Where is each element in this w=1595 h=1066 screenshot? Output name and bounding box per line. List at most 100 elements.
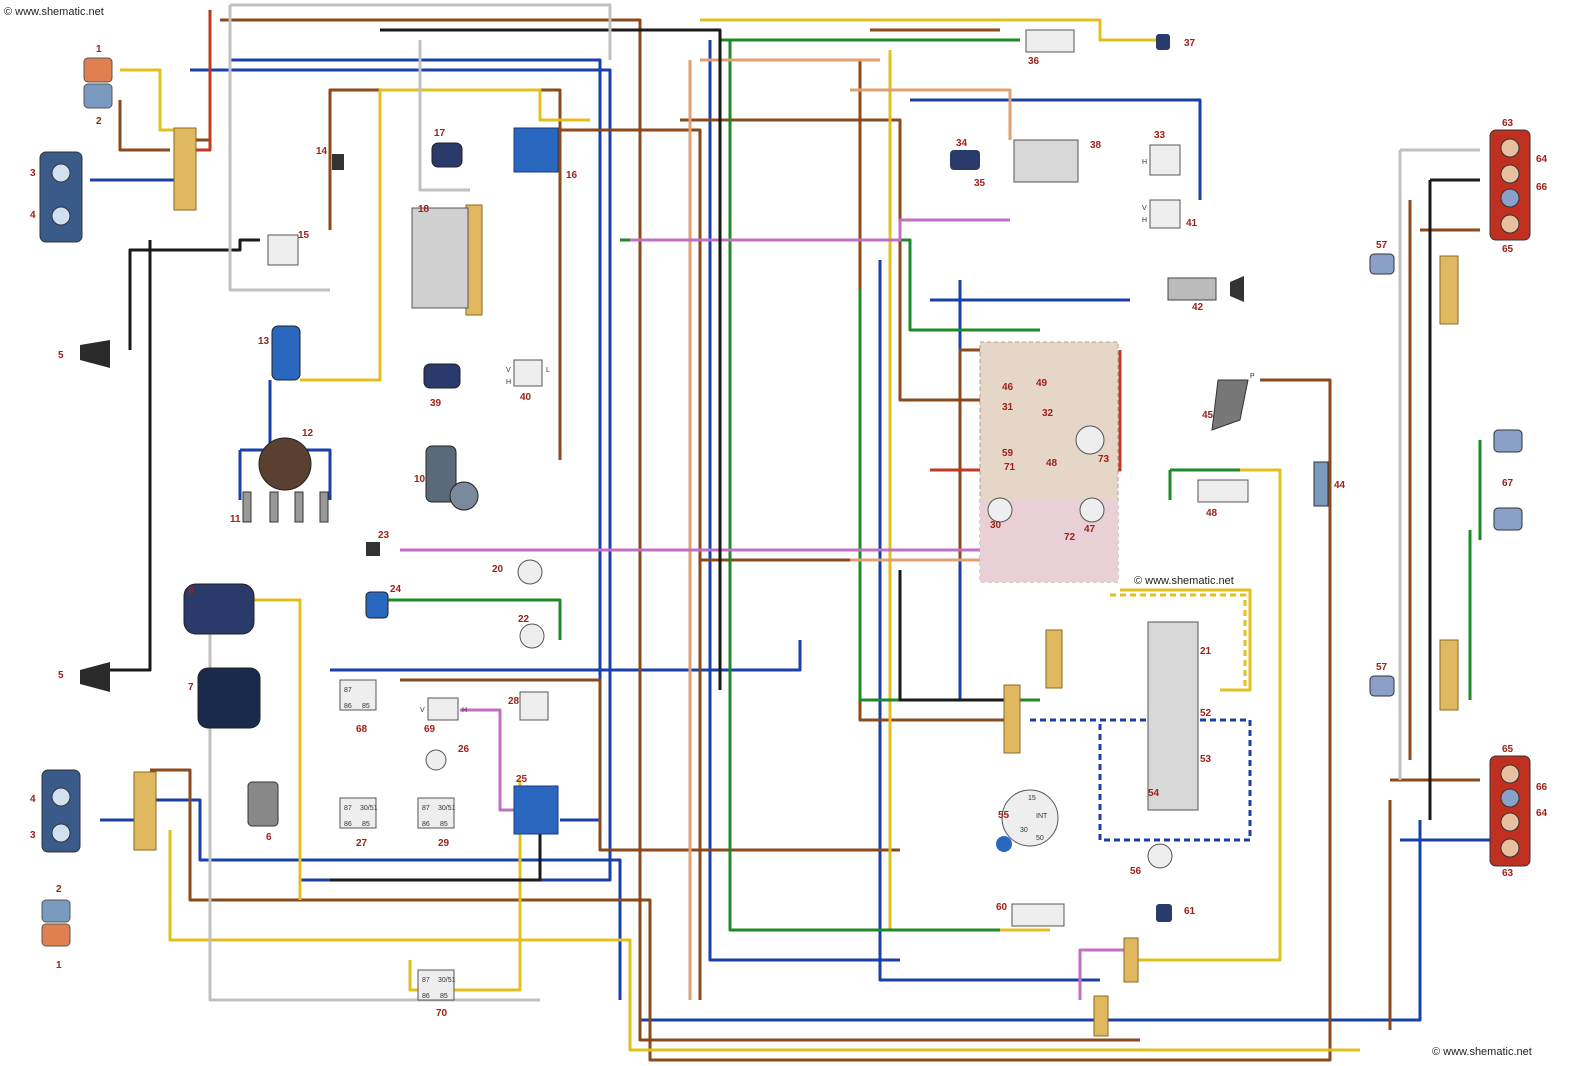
pin-v-40: V bbox=[506, 367, 511, 374]
pin-h-41: H bbox=[1142, 217, 1147, 224]
pin-87-27: 87 bbox=[344, 805, 352, 812]
label-24: 24 bbox=[390, 584, 402, 595]
relay-68 bbox=[339, 679, 377, 711]
pin-v-69: V bbox=[420, 707, 425, 714]
label-64b: 64 bbox=[1536, 808, 1548, 819]
label-55: 55 bbox=[998, 810, 1010, 821]
horn-switch-34 bbox=[950, 150, 980, 170]
pin-30-70: 30/51 bbox=[438, 977, 456, 984]
pin-labels: 87 86 85 87 30/51 86 85 87 30/51 86 85 8… bbox=[344, 159, 1255, 1000]
switch-69 bbox=[427, 697, 459, 721]
regulator-18 bbox=[411, 207, 469, 309]
connector-block-top bbox=[173, 127, 197, 211]
connector-block-right-bottom bbox=[1439, 639, 1459, 711]
pin-h-69: H bbox=[462, 707, 467, 714]
fuse-44 bbox=[1313, 461, 1329, 507]
rear-side-lamp bbox=[41, 923, 71, 947]
gauge-47 bbox=[1079, 497, 1105, 523]
relay-27 bbox=[339, 797, 377, 829]
front-left-indicator-lamp bbox=[83, 57, 113, 83]
pin-85-70: 85 bbox=[440, 993, 448, 1000]
pin-15-55: 15 bbox=[1028, 795, 1036, 802]
label-47: 47 bbox=[1084, 524, 1096, 535]
rear-lamp-cluster-top bbox=[1489, 129, 1531, 241]
label-60: 60 bbox=[996, 902, 1008, 913]
label-4b: 4 bbox=[30, 794, 36, 805]
generator bbox=[197, 667, 261, 729]
label-20: 20 bbox=[492, 564, 504, 575]
label-5: 5 bbox=[58, 350, 64, 361]
ignition-switch bbox=[1001, 789, 1059, 847]
pin-l-40: L bbox=[546, 367, 550, 374]
label-63b: 63 bbox=[1502, 868, 1514, 879]
left-headlight-rear bbox=[41, 769, 81, 853]
pin-30-27: 30/51 bbox=[360, 805, 378, 812]
wire-harness bbox=[90, 3, 1500, 1062]
label-33: 33 bbox=[1154, 130, 1166, 141]
label-32: 32 bbox=[1042, 408, 1054, 419]
brake-pedal-switch bbox=[1211, 379, 1249, 431]
pin-87-70: 87 bbox=[422, 977, 430, 984]
label-5b: 5 bbox=[58, 670, 64, 681]
distributor bbox=[258, 437, 312, 491]
radio bbox=[1167, 277, 1217, 301]
switch-block bbox=[1147, 621, 1199, 811]
label-57: 57 bbox=[1376, 240, 1388, 251]
label-10: 10 bbox=[414, 474, 426, 485]
pin-30-29: 30/51 bbox=[438, 805, 456, 812]
label-69: 69 bbox=[424, 724, 436, 735]
label-44: 44 bbox=[1334, 480, 1346, 491]
horn-bottom-icon bbox=[80, 662, 110, 692]
component-labels: 1 2 3 4 5 5 4 3 2 1 6 7 8 10 11 12 13 14… bbox=[30, 38, 1548, 1019]
label-63: 63 bbox=[1502, 118, 1514, 129]
label-37: 37 bbox=[1184, 38, 1196, 49]
label-35: 35 bbox=[974, 178, 986, 189]
label-27: 27 bbox=[356, 838, 368, 849]
label-65: 65 bbox=[1502, 244, 1514, 255]
label-41: 41 bbox=[1186, 218, 1198, 229]
label-28: 28 bbox=[508, 696, 520, 707]
connector-block-bottom bbox=[133, 771, 157, 851]
pin-h-40: H bbox=[506, 379, 511, 386]
label-40: 40 bbox=[520, 392, 532, 403]
label-1: 1 bbox=[96, 44, 102, 55]
pin-p-45: P bbox=[1250, 373, 1255, 380]
license-lamp-57-top bbox=[1369, 253, 1395, 275]
front-left-side-lamp bbox=[83, 83, 113, 109]
watermark-bottom-right: © www.shematic.net bbox=[1432, 1046, 1532, 1058]
label-42: 42 bbox=[1192, 302, 1204, 313]
relay-60 bbox=[1011, 903, 1065, 927]
label-70: 70 bbox=[436, 1008, 448, 1019]
connector-block-right-top bbox=[1439, 255, 1459, 325]
relay-38 bbox=[1013, 139, 1079, 183]
pin-30-55: 30 bbox=[1020, 827, 1028, 834]
heater-fan-motor bbox=[423, 363, 461, 389]
label-3: 3 bbox=[30, 168, 36, 179]
starter-motor bbox=[183, 583, 255, 635]
label-48: 48 bbox=[1046, 458, 1058, 469]
relay-36 bbox=[1025, 29, 1075, 53]
connector-block-bottom-1 bbox=[1123, 937, 1139, 983]
heater-switch bbox=[513, 359, 543, 387]
label-2: 2 bbox=[96, 116, 102, 127]
label-72: 72 bbox=[1064, 532, 1076, 543]
label-67: 67 bbox=[1502, 478, 1514, 489]
gauge-30 bbox=[987, 497, 1013, 523]
label-46: 46 bbox=[1002, 382, 1014, 393]
pin-int-55: INT bbox=[1036, 813, 1048, 820]
label-52: 52 bbox=[1200, 708, 1212, 719]
sensor-37 bbox=[1156, 34, 1170, 50]
horn-top-icon bbox=[80, 340, 110, 368]
left-headlight bbox=[39, 151, 83, 243]
components bbox=[39, 29, 1531, 1037]
label-48b: 48 bbox=[1206, 508, 1218, 519]
pin-85-68: 85 bbox=[362, 703, 370, 710]
label-71: 71 bbox=[1004, 462, 1016, 473]
rear-indicator-lamp bbox=[41, 899, 71, 923]
label-34: 34 bbox=[956, 138, 968, 149]
clock bbox=[1075, 425, 1105, 455]
label-56: 56 bbox=[1130, 866, 1142, 877]
pin-85-27: 85 bbox=[362, 821, 370, 828]
pin-h-33: H bbox=[1142, 159, 1147, 166]
label-38: 38 bbox=[1090, 140, 1102, 151]
